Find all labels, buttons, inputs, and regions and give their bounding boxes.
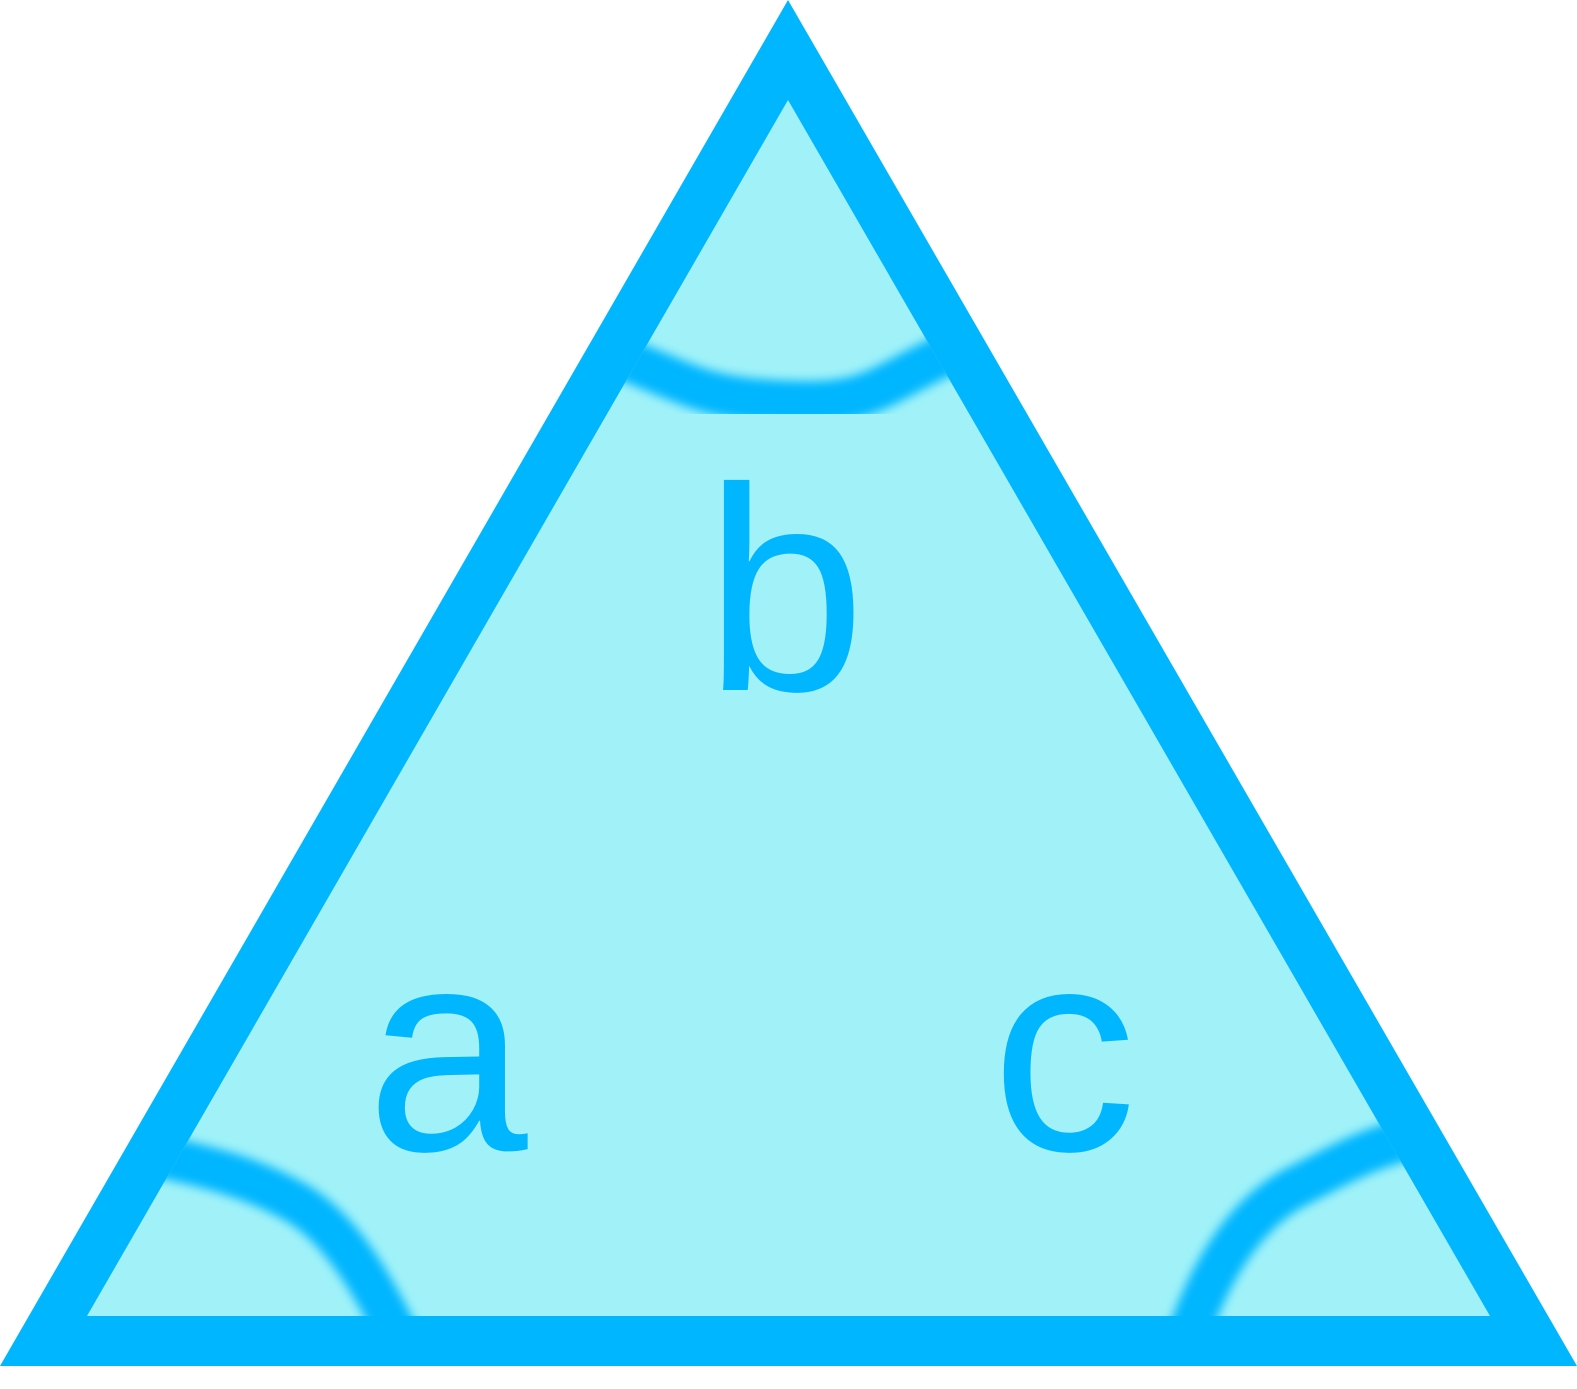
angle-arc-b [564,324,966,424]
angle-label-c: c [992,888,1137,1212]
angle-arc-a [109,1129,416,1316]
triangle-fill [87,100,1490,1316]
angle-label-a: a [366,888,529,1212]
angle-label-b: b [704,428,865,752]
angle-arc-c [1169,1114,1446,1316]
